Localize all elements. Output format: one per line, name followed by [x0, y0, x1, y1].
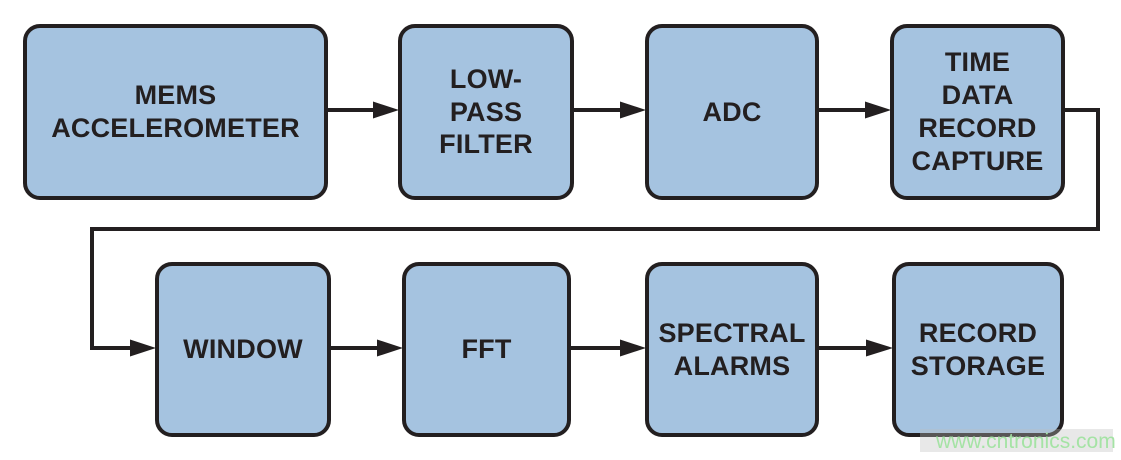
block-window: WINDOW — [155, 262, 331, 437]
block-fft: FFT — [402, 262, 571, 437]
block-spectral-alarms: SPECTRAL ALARMS — [645, 262, 819, 437]
block-mems-accelerometer: MEMS ACCELEROMETER — [23, 24, 328, 200]
arrow-head-window-to-fft — [377, 339, 403, 357]
arrow-head-mems-to-lpf — [373, 101, 399, 119]
block-time-data-record-capture: TIME DATA RECORD CAPTURE — [890, 24, 1065, 200]
block-record-storage: RECORD STORAGE — [892, 262, 1064, 437]
connector-line-time-to-window — [90, 108, 1100, 350]
arrow-head-lpf-to-adc — [620, 101, 646, 119]
watermark-background-band — [920, 429, 1113, 452]
watermark-url-text: www.cntronics.com — [936, 430, 1116, 453]
arrow-head-spectral-to-record — [866, 339, 893, 357]
arrow-head-time-to-window — [130, 339, 156, 357]
arrow-head-adc-to-time — [865, 101, 891, 119]
block-adc: ADC — [645, 24, 819, 200]
block-low-pass-filter: LOW- PASS FILTER — [398, 24, 574, 200]
arrow-head-fft-to-spectral — [620, 339, 646, 357]
